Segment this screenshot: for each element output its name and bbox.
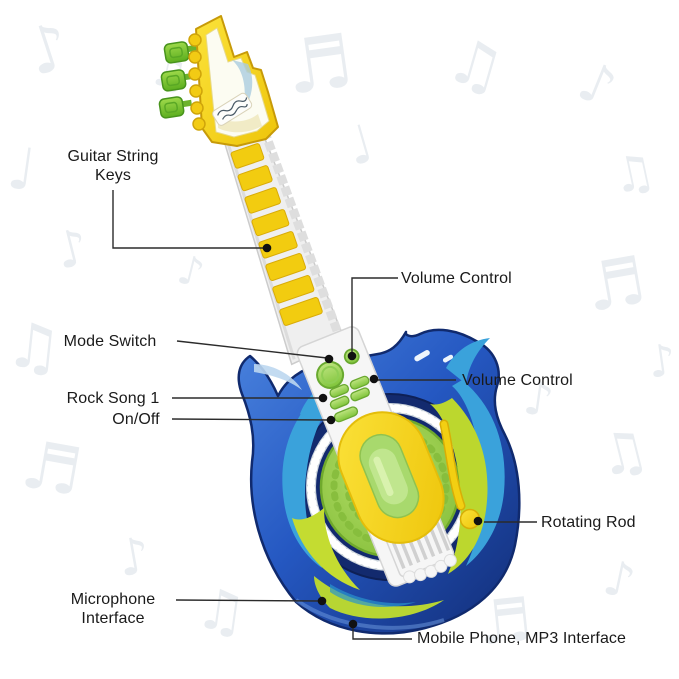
rim-highlight <box>294 598 445 630</box>
headstock <box>158 15 279 147</box>
neck-side-slats <box>255 117 346 343</box>
tuning-pegs <box>158 41 198 119</box>
label-on-off: On/Off <box>112 411 160 428</box>
label-volume-control-top: Volume Control <box>401 270 512 287</box>
comb-scallops <box>403 553 457 584</box>
rod-ball <box>459 508 481 530</box>
song-buttons <box>329 375 370 423</box>
control-plate <box>296 326 457 587</box>
label-microphone-interface: Microphone Interface <box>70 591 156 627</box>
horn-highlight <box>254 364 302 390</box>
shoulder-highlight <box>414 350 454 363</box>
headstock-logo <box>212 92 253 126</box>
guitar-neck <box>221 115 346 366</box>
face-tint <box>218 114 262 133</box>
label-rotating-rod: Rotating Rod <box>541 514 636 531</box>
label-rock-song-1: Rock Song 1 <box>66 390 160 407</box>
string-key-knobs <box>188 33 206 131</box>
label-guitar-string-keys: Guitar String Keys <box>67 148 159 184</box>
label-volume-control-right: Volume Control <box>462 372 573 389</box>
flame-decals <box>282 338 505 619</box>
capsule-shine <box>373 456 394 497</box>
label-mode-switch: Mode Switch <box>63 333 157 350</box>
label-mobile-phone-mp3: Mobile Phone, MP3 Interface <box>417 630 627 647</box>
